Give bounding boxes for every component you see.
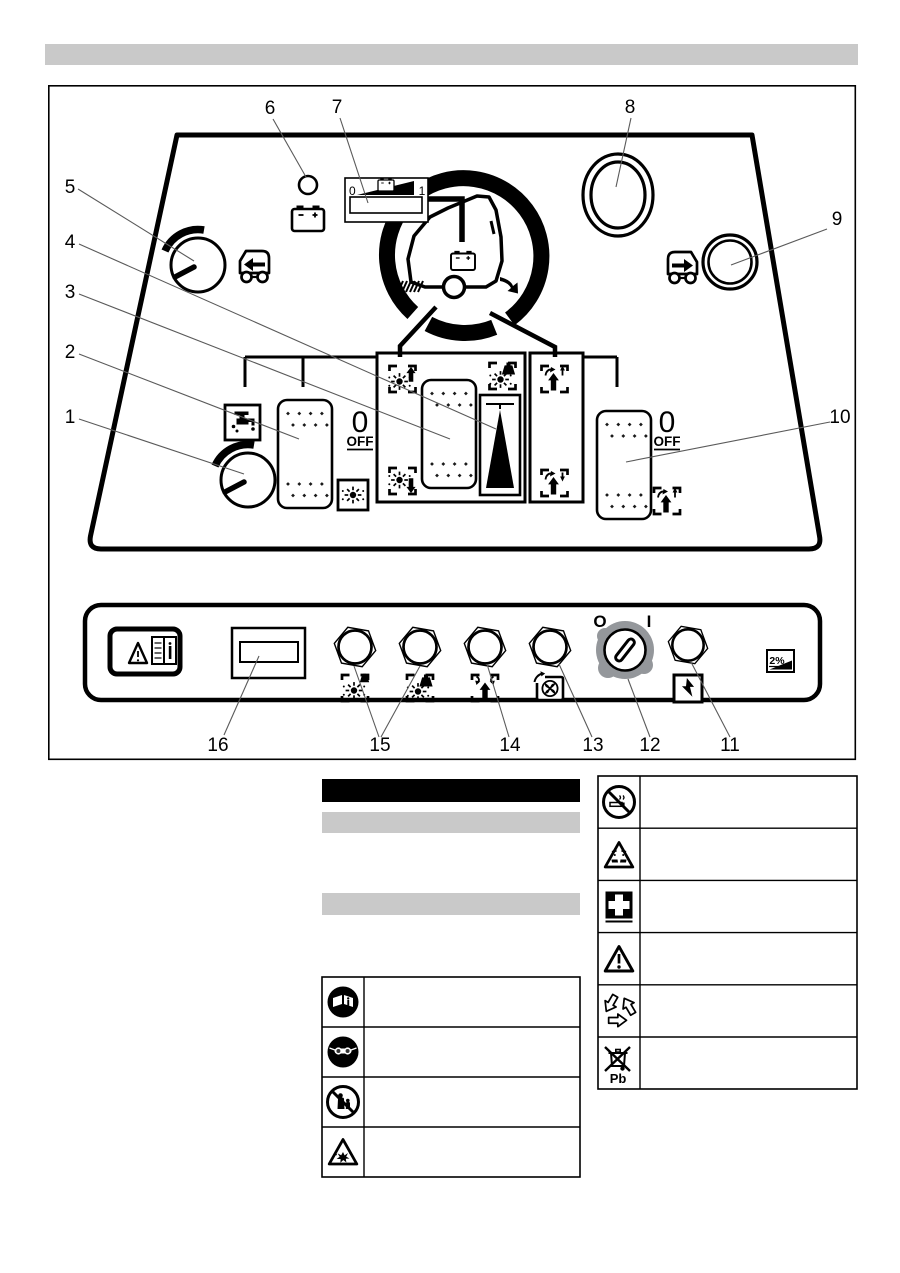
callout-7: 7: [332, 97, 343, 118]
callout-3: 3: [65, 282, 76, 303]
top-heading-bar: [45, 44, 858, 65]
brush-function-group: [375, 351, 527, 504]
hour-meter-display: [230, 626, 307, 680]
battery-icon: [450, 249, 476, 271]
callout-14: 14: [499, 735, 521, 756]
console-outline: [87, 132, 823, 552]
display-connector: [428, 196, 465, 242]
callout-1: 1: [65, 407, 76, 428]
battery-icon: [290, 204, 326, 233]
safety-table-left: [321, 976, 581, 1178]
callout-4: 4: [65, 232, 76, 253]
max-gradient-icon: 2%: [766, 649, 795, 673]
rocker-switch-3: [422, 380, 476, 488]
control-panel-figure: 0 1: [48, 85, 857, 761]
battery-charge-display: 0 1: [344, 177, 429, 223]
drive-direction-left-icon: [238, 249, 271, 284]
callout-12: 12: [639, 735, 660, 756]
svg-text:OFF: OFF: [654, 434, 681, 449]
subsection-bar-2: [322, 893, 580, 915]
machine-wheel: [441, 274, 467, 300]
svg-text:0: 0: [659, 406, 676, 439]
battery-icon: [377, 177, 395, 192]
key-switch-icon: [596, 621, 654, 679]
no-children-icon: [326, 1085, 360, 1119]
no-smoking-icon: [602, 785, 636, 819]
warning-manual-icon: [107, 626, 183, 677]
callout-lines: [77, 117, 831, 738]
lower-console-strip: [82, 602, 823, 703]
rotation-arrow: [500, 277, 518, 294]
callout-10: 10: [829, 407, 850, 428]
water-tap-icon: [223, 403, 262, 442]
safety-table-right: Pb: [597, 775, 858, 1090]
rocker-switch-10: [597, 411, 651, 519]
brush-hatch: [397, 280, 424, 293]
subsection-bar-1: [322, 812, 580, 833]
callout-2: 2: [65, 342, 76, 363]
rocker-switch-2: [278, 400, 332, 508]
filter-flap-group: [528, 351, 585, 504]
pb-label: Pb: [610, 1071, 627, 1086]
svg-text:0: 0: [352, 406, 369, 439]
callout-16: 16: [207, 735, 228, 756]
charging-icon: [672, 673, 704, 704]
read-manual-icon: [327, 986, 359, 1018]
svg-text:OFF: OFF: [347, 434, 374, 449]
lead-battery-disposal-icon: Pb: [603, 1045, 632, 1086]
drive-direction-right-icon: [666, 250, 699, 285]
rotating-brush-icon: [338, 480, 368, 510]
callout-13: 13: [582, 735, 603, 756]
key-off-mark: O: [593, 612, 606, 631]
callout-5: 5: [65, 177, 76, 198]
charge-indicator-led: [297, 174, 319, 196]
eye-protection-icon: [326, 1035, 360, 1069]
right-rocker-off-label: 0 OFF: [654, 406, 681, 451]
callout-15: 15: [369, 735, 390, 756]
left-rocker-off-label: 0 OFF: [347, 406, 374, 451]
gradient-label: 2%: [769, 655, 785, 667]
gauge-min-label: 0: [349, 184, 356, 198]
callout-6: 6: [265, 98, 276, 119]
key-on-mark: I: [647, 612, 652, 631]
sweeper-machine-illustration: [397, 194, 518, 300]
callout-numbers: 6 7 8 5 4 3 2 1 9 10 16 15 14 13 12 11: [65, 97, 851, 756]
display-window: [349, 196, 423, 214]
callout-8: 8: [625, 97, 636, 118]
brush-pressure-gauge-icon: [478, 393, 522, 497]
callout-11: 11: [720, 735, 740, 756]
callout-9: 9: [832, 209, 843, 230]
gauge-max-label: 1: [419, 184, 426, 198]
first-aid-icon: [604, 890, 634, 923]
control-9: [701, 233, 759, 291]
section-title-bar: [322, 779, 580, 802]
program-switch-8: [581, 152, 655, 238]
